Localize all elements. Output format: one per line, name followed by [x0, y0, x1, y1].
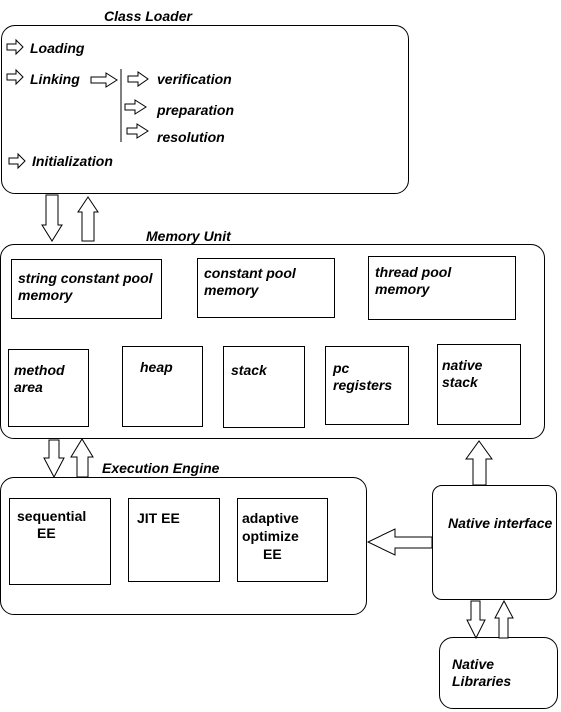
adaptive-ee-box: [237, 498, 328, 582]
linking-branch-arrow-icon: [90, 72, 118, 88]
string-constant-pool-label-2: memory: [18, 287, 73, 303]
sequential-ee-label-1: sequential: [17, 508, 87, 524]
left-arrow-icon: [366, 528, 433, 556]
method-area-label-2: area: [14, 379, 43, 395]
verification-arrow-icon: [127, 71, 149, 87]
pc-registers-label-2: registers: [333, 377, 393, 393]
resolution-arrow-icon: [126, 123, 149, 139]
string-constant-pool-label-1: string constant pool: [18, 270, 153, 286]
native-libraries-label-2: Libraries: [452, 673, 512, 689]
jit-ee-box: [128, 498, 220, 582]
linking-arrow-icon: [6, 68, 24, 86]
preparation-arrow-icon: [124, 99, 147, 115]
native-stack-box: [437, 344, 521, 425]
execution-engine-title: Execution Engine: [102, 460, 220, 476]
heap-label: heap: [140, 359, 173, 375]
jit-ee-label: JIT EE: [137, 510, 180, 526]
native-libraries-label-1: Native: [452, 656, 495, 672]
linking-label: Linking: [30, 71, 80, 87]
constant-pool-label-1: constant pool: [204, 265, 296, 281]
adaptive-ee-label-3: EE: [263, 546, 282, 562]
memory-unit-title: Memory Unit: [146, 228, 231, 244]
loading-label: Loading: [30, 40, 85, 56]
preparation-label: preparation: [157, 102, 235, 118]
thread-pool-label-2: memory: [375, 281, 430, 297]
down-arrow-icon: [41, 194, 63, 242]
down-arrow-icon: [466, 600, 486, 640]
initialization-label: Initialization: [32, 153, 113, 169]
pc-registers-label-1: pc: [333, 360, 350, 376]
native-interface-box: [432, 485, 557, 600]
constant-pool-label-2: memory: [204, 282, 259, 298]
verification-label: verification: [157, 71, 232, 87]
class-loader-title: Class Loader: [104, 8, 192, 24]
pc-registers-box: [325, 346, 409, 425]
native-stack-label-1: native: [442, 357, 483, 373]
thread-pool-box: [368, 256, 516, 320]
method-area-box: [8, 349, 89, 427]
sequential-ee-box: [9, 498, 111, 585]
method-area-label-1: method: [14, 362, 65, 378]
thread-pool-label-1: thread pool: [375, 264, 452, 280]
down-arrow-icon: [43, 439, 65, 479]
up-arrow-icon: [77, 196, 99, 242]
native-interface-label: Native interface: [448, 515, 553, 531]
class-loader-box: [1, 25, 409, 194]
up-arrow-icon: [70, 438, 94, 478]
native-libraries-box: [439, 637, 558, 709]
string-constant-pool-box: [11, 259, 162, 319]
stack-label: stack: [231, 362, 267, 378]
native-stack-label-2: stack: [442, 374, 478, 390]
up-arrow-icon: [494, 599, 514, 639]
sequential-ee-label-2: EE: [37, 525, 56, 541]
constant-pool-box: [197, 258, 335, 318]
resolution-label: resolution: [157, 129, 225, 145]
adaptive-ee-label-1: adaptive: [242, 510, 299, 526]
up-arrow-icon: [465, 440, 493, 486]
stack-box: [223, 346, 305, 428]
adaptive-ee-label-2: optimize: [242, 528, 299, 544]
loading-arrow-icon: [6, 38, 24, 56]
heap-box: [122, 346, 203, 427]
initialization-arrow-icon: [8, 152, 26, 170]
